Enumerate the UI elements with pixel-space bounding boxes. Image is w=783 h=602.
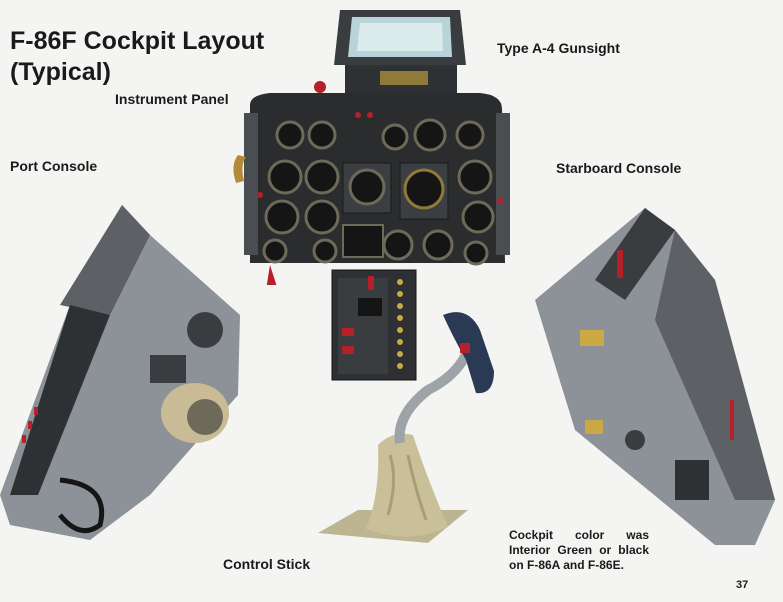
gunsight-illustration xyxy=(314,10,466,93)
pedestal-panel-illustration xyxy=(331,269,417,381)
control-stick-illustration xyxy=(318,312,494,543)
starboard-console-illustration xyxy=(535,208,775,545)
page-title-line1: F-86F Cockpit Layout xyxy=(10,27,265,55)
page-title-line2: (Typical) xyxy=(10,58,111,86)
page-number: 37 xyxy=(736,579,749,591)
instrument-panel-label: Instrument Panel xyxy=(115,91,229,107)
control-stick-label: Control Stick xyxy=(223,556,311,572)
instrument-panel-illustration xyxy=(233,10,510,285)
port-console-label: Port Console xyxy=(10,158,98,174)
cockpit-color-note: Cockpit color was Interior Green or blac… xyxy=(509,528,649,572)
page-title: F-86F Cockpit Layout (Typical) xyxy=(10,26,280,88)
port-console-illustration xyxy=(0,205,240,540)
gunsight-label: Type A-4 Gunsight xyxy=(497,40,620,56)
starboard-console-label: Starboard Console xyxy=(556,160,682,176)
